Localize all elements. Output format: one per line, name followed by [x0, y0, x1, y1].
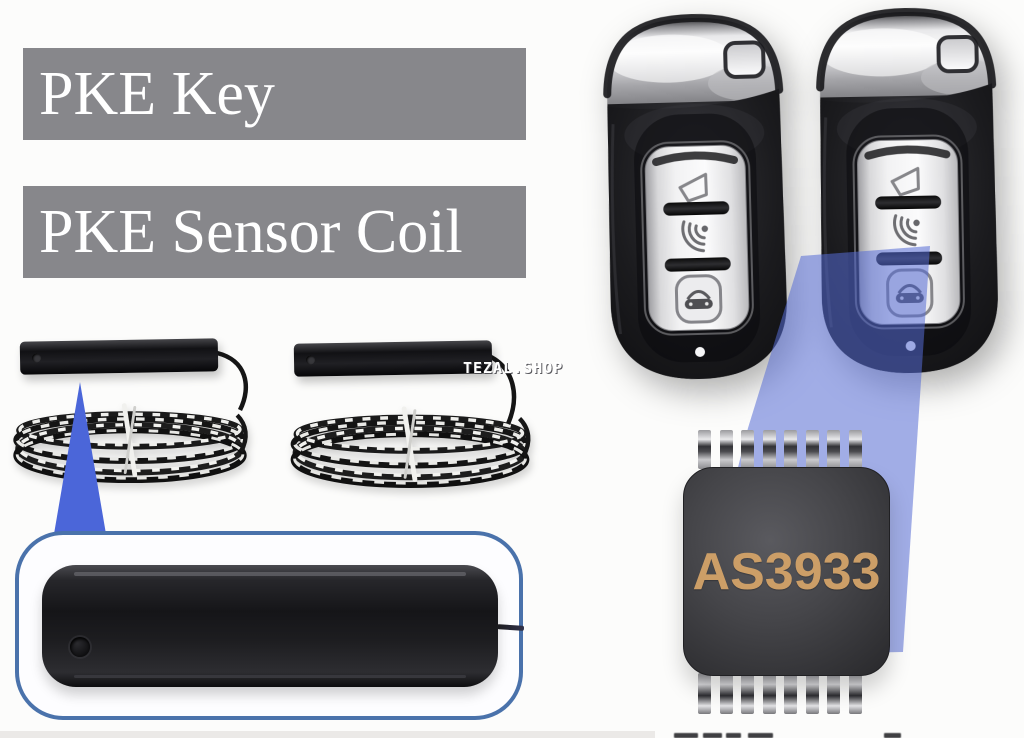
chip-pins-top	[698, 430, 862, 469]
zoomed-bar-hole	[70, 637, 90, 657]
chip-pin	[719, 430, 733, 469]
chip-pins-bottom	[698, 673, 862, 714]
chip-pin	[848, 430, 862, 469]
pke-key-fob-right	[810, 4, 1006, 379]
chip-pin	[805, 430, 819, 469]
zoomed-sensor-bar	[42, 565, 498, 687]
coil-bundle-left	[6, 396, 254, 484]
chip-pin	[784, 673, 798, 714]
cutoff-text-fragment	[726, 733, 741, 738]
chip-label: AS3933	[692, 542, 881, 601]
chip-pin	[784, 430, 798, 469]
chip-pin	[827, 430, 841, 469]
sensor-bar-hole	[305, 355, 316, 365]
chip-pin	[762, 430, 776, 469]
bar-shadow-line	[73, 675, 467, 678]
pke-key-fob-left	[596, 10, 796, 387]
cutoff-text-fragment	[748, 733, 773, 738]
banner-pke-sensor-coil: PKE Sensor Coil	[23, 186, 526, 278]
chip-pin	[698, 430, 711, 469]
cutoff-text-fragment	[884, 733, 901, 738]
chip-pin	[719, 673, 733, 714]
cutoff-text-fragment	[703, 733, 722, 738]
sensor-coil-bar-left	[19, 338, 219, 375]
bar-highlight	[73, 572, 467, 576]
banner-pke-key: PKE Key	[23, 48, 526, 140]
chip-pin	[762, 673, 776, 714]
watermark: TEZAL.SHOP	[463, 359, 564, 377]
sensor-bar-hole	[31, 353, 42, 363]
coil-bundle-right	[283, 399, 537, 489]
chip-pin	[827, 673, 841, 714]
bottom-band	[0, 731, 655, 738]
cutoff-text-fragment	[674, 733, 698, 738]
banner-pke-key-label: PKE Key	[39, 60, 275, 128]
chip-pin	[741, 673, 755, 714]
banner-pke-sensor-coil-label: PKE Sensor Coil	[39, 198, 463, 266]
as3933-chip: AS3933	[683, 467, 890, 676]
chip-pin	[848, 673, 862, 714]
chip-pin	[741, 430, 755, 469]
chip-pin	[698, 673, 711, 714]
chip-pin	[805, 673, 819, 714]
